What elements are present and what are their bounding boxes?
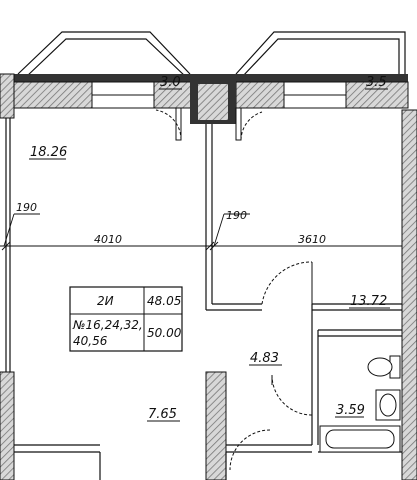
dim-right-offset: 190 (226, 209, 247, 222)
door-entrance (229, 429, 271, 471)
left-bottom-pillar (0, 371, 15, 480)
left-pillar (0, 73, 15, 119)
bathtub-icon (319, 425, 401, 453)
exterior-wall-top (0, 74, 409, 109)
center-bottom-pillar (205, 371, 227, 480)
dim-left-width: 4010 (94, 233, 122, 246)
balcony-left-outline (17, 31, 191, 78)
sink-icon (375, 389, 401, 421)
hall-area: 4.83 (250, 351, 279, 366)
balcony-left-area: 3.0 (160, 75, 181, 90)
dimension-line (0, 213, 402, 251)
apartment-area-alt: 50.00 (147, 326, 182, 340)
exterior-wall-right (401, 109, 417, 480)
dim-right-width: 3610 (298, 233, 326, 246)
apartment-info-box: 2И 48.05 №16,24,32, 40,56 50.00 (69, 286, 183, 352)
apartment-numbers-line2: 40,56 (73, 334, 108, 348)
room-left-area: 18.26 (30, 145, 67, 160)
balcony-door-left (155, 107, 182, 141)
dim-left-offset: 190 (16, 201, 37, 214)
balcony-right-area: 3.5 (366, 75, 387, 90)
balcony-door-right (235, 107, 263, 141)
door-bath (271, 374, 313, 416)
room-right-area: 13.72 (350, 294, 387, 309)
apartment-numbers-line1: №16,24,32, (72, 318, 143, 332)
door-bedroom (261, 261, 313, 305)
balcony-right-outline (235, 31, 406, 78)
apartment-type: 2И (97, 294, 114, 308)
apartment-area-total: 48.05 (147, 294, 181, 308)
kitchen-area: 7.65 (148, 407, 177, 422)
bathroom-area: 3.59 (336, 403, 365, 418)
toilet-icon (367, 355, 401, 379)
central-pillar (190, 74, 236, 124)
